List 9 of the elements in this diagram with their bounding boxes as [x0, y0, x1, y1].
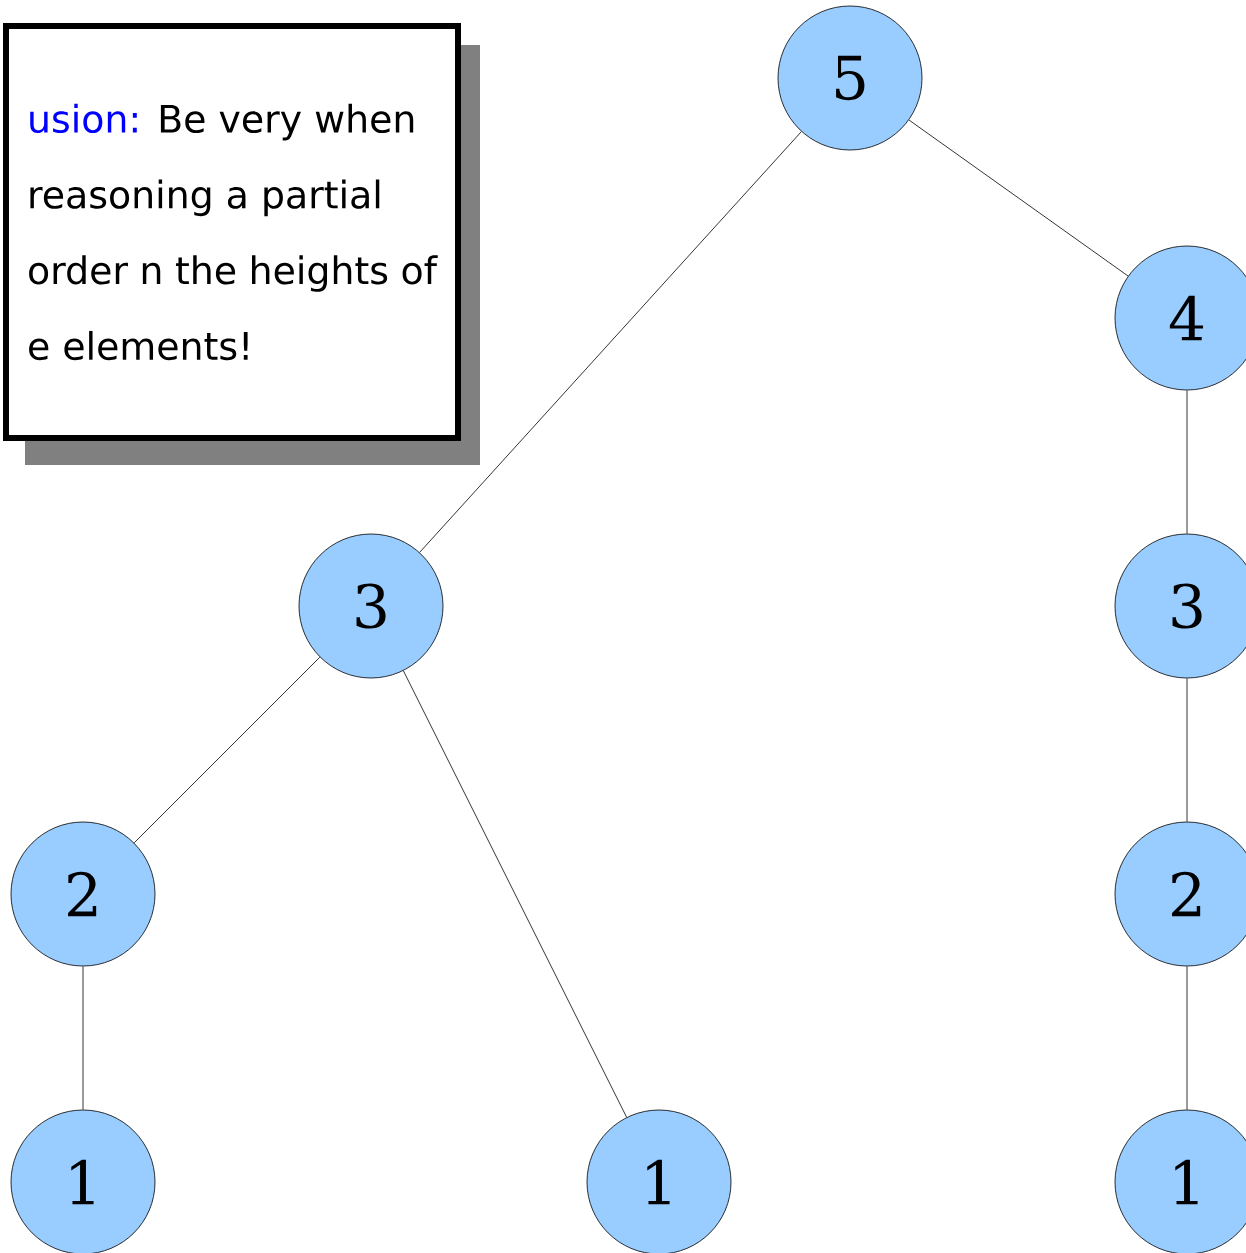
- connector-line: [1186, 390, 1188, 534]
- callout-box: usion: Be very when reasoning a partial order n the heights of e elements!: [3, 23, 480, 465]
- connector-line: [908, 119, 1129, 277]
- connector-line: [133, 656, 321, 844]
- connector-line: [82, 966, 84, 1110]
- connector-line: [403, 670, 628, 1118]
- connector-line: [419, 131, 802, 553]
- connector-line: [1186, 966, 1188, 1110]
- connector-line: [1186, 678, 1188, 822]
